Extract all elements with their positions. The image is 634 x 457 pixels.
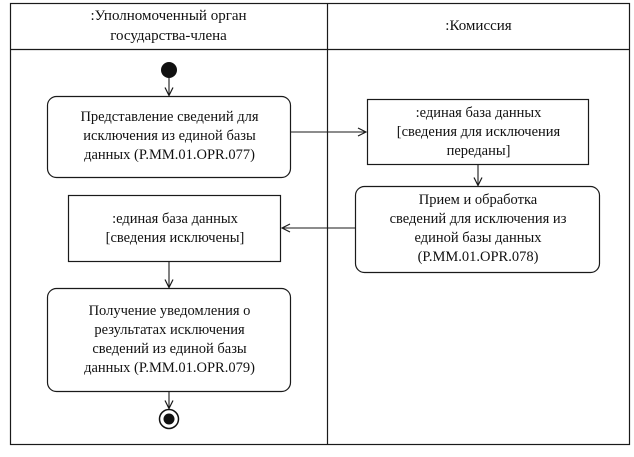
object-db-transferred-box [366, 98, 590, 166]
initial-node [161, 62, 177, 78]
action-receive-label: Прием и обработка сведений для исключени… [389, 192, 567, 265]
action-notification-box [46, 287, 292, 393]
lane-title-member-state: :Уполномоченный орган государства-члена [90, 8, 247, 44]
object-db-excluded-box [67, 194, 282, 263]
final-node-core [163, 413, 175, 425]
lane-title-commission: :Комиссия [445, 18, 512, 34]
action-submit-label: Представление сведений для исключения из… [80, 109, 259, 163]
swimlane-frame [9, 2, 631, 446]
object-db-transferred-label: :единая база данных [сведения для исключ… [396, 105, 561, 159]
object-db-excluded-label: :единая база данных [сведения исключены] [105, 211, 245, 246]
action-notification-label: Получение уведомления о результатах искл… [84, 303, 255, 376]
action-submit-box [46, 95, 292, 179]
action-receive-box [354, 185, 601, 274]
